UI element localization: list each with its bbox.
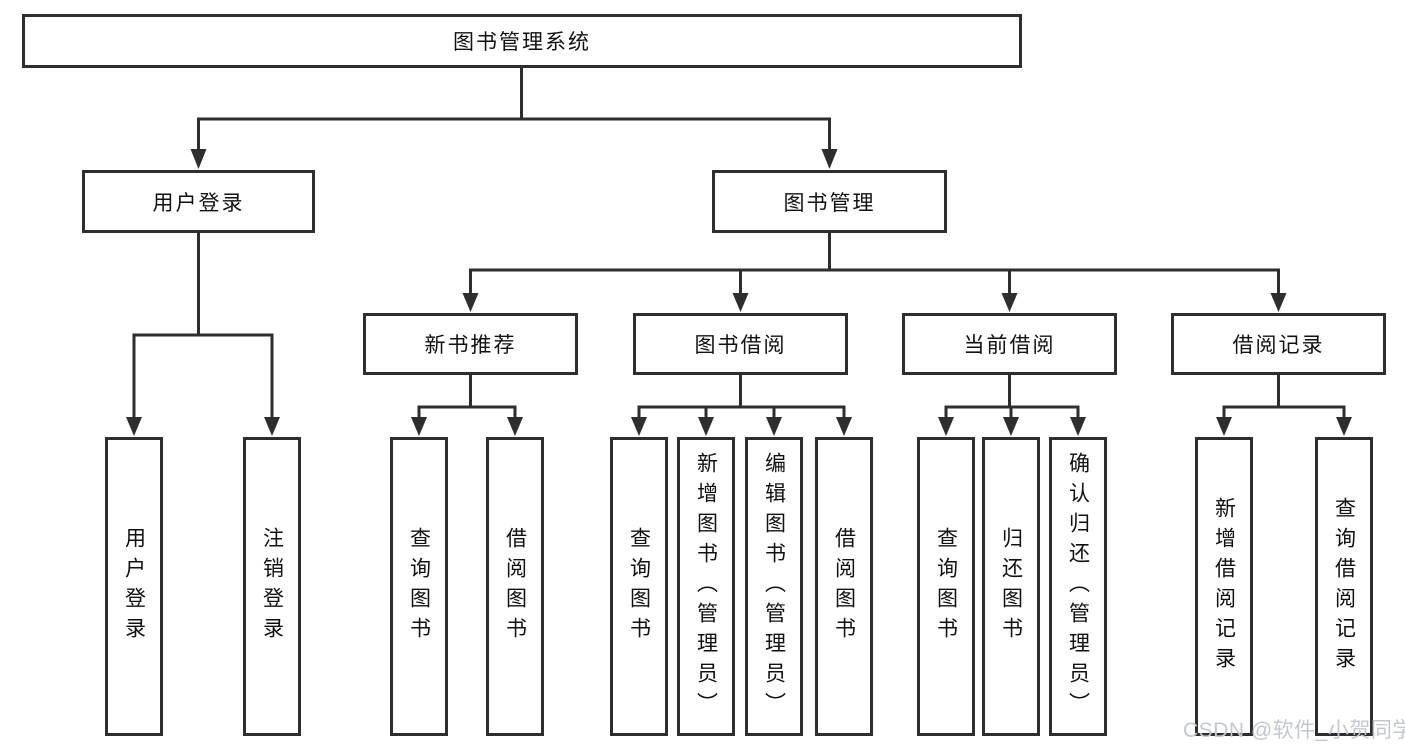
leaf-label: 查询图书: [407, 526, 431, 647]
leaf-label: 借阅图书: [832, 526, 856, 647]
leaf-query-books-current: 查询图书: [917, 437, 975, 736]
node-label: 图书管理系统: [453, 31, 591, 54]
leaf-query-books-borrowing: 查询图书: [610, 437, 668, 736]
node-label: 图书管理: [783, 191, 876, 215]
leaf-label: 用户登录: [122, 526, 146, 647]
leaf-borrow-books-borrowing: 借阅图书: [815, 437, 873, 736]
node-label: 图书借阅: [694, 334, 787, 357]
watermark-text: CSDN @软件_小贺同学: [1183, 719, 1405, 742]
leaf-label: 借阅图书: [503, 526, 527, 647]
leaf-label: 查询借阅记录: [1332, 496, 1356, 677]
leaf-edit-books-admin: 编辑图书（管理员）: [745, 437, 803, 736]
leaf-label: 编辑图书（管理员）: [762, 451, 786, 722]
node-library-system: 图书管理系统: [22, 14, 1022, 68]
node-book-borrowing: 图书借阅: [633, 313, 848, 375]
leaf-label: 查询图书: [627, 526, 651, 647]
node-label: 新书推荐: [424, 334, 517, 357]
node-book-management: 图书管理: [712, 170, 947, 233]
node-current-borrowing: 当前借阅: [902, 313, 1117, 375]
leaf-logout-login: 注销登录: [243, 437, 301, 736]
leaf-label: 归还图书: [999, 526, 1023, 647]
leaf-label: 注销登录: [260, 526, 284, 647]
node-new-book-recommendation: 新书推荐: [363, 313, 578, 375]
node-user-login: 用户登录: [82, 170, 315, 233]
leaf-query-books-recommend: 查询图书: [390, 437, 448, 736]
leaf-label: 确认归还（管理员）: [1066, 451, 1090, 722]
node-label: 用户登录: [152, 191, 245, 215]
leaf-add-borrow-record: 新增借阅记录: [1195, 437, 1253, 736]
leaf-return-books: 归还图书: [982, 437, 1040, 736]
node-label: 借阅记录: [1232, 334, 1325, 357]
leaf-user-login: 用户登录: [105, 437, 163, 736]
node-label: 当前借阅: [963, 334, 1056, 357]
leaf-label: 新增借阅记录: [1212, 496, 1236, 677]
leaf-query-borrow-record: 查询借阅记录: [1315, 437, 1373, 736]
leaf-borrow-books-recommend: 借阅图书: [486, 437, 544, 736]
leaf-label: 查询图书: [934, 526, 958, 647]
leaf-add-books-admin: 新增图书（管理员）: [677, 437, 735, 736]
leaf-label: 新增图书（管理员）: [694, 451, 718, 722]
node-borrowing-records: 借阅记录: [1171, 313, 1386, 375]
leaf-confirm-return-admin: 确认归还（管理员）: [1049, 437, 1107, 736]
